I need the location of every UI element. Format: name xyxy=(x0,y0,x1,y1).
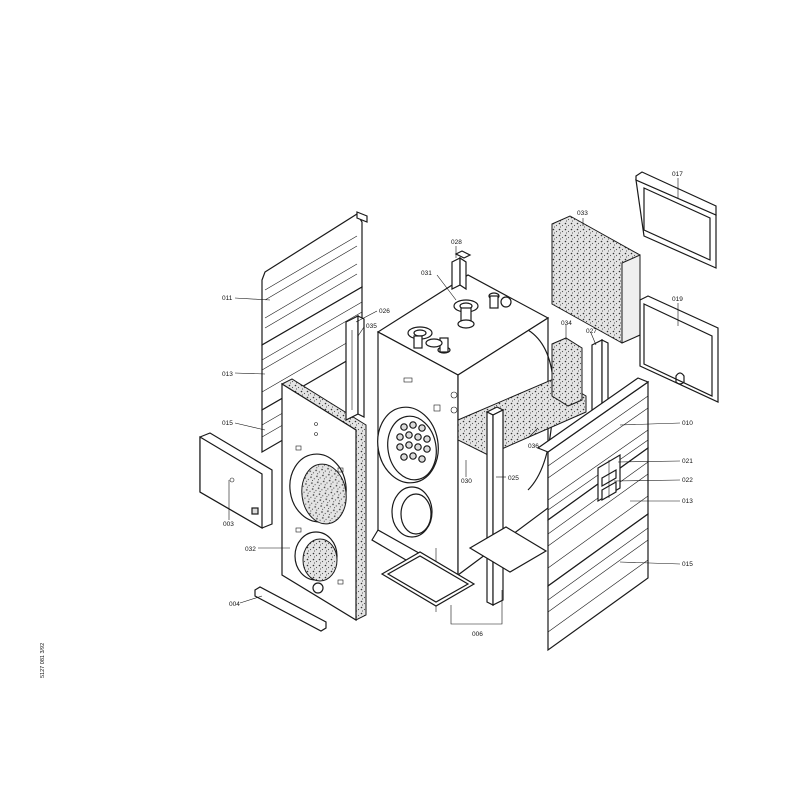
bracket-021-022 xyxy=(597,453,621,503)
rear-panel-019 xyxy=(639,295,719,403)
label-017: 017 xyxy=(672,171,683,178)
label-015-right: 015 xyxy=(682,561,693,568)
label-027: 027 xyxy=(586,328,597,335)
label-010: 010 xyxy=(682,420,693,427)
side-panel-upper-010 xyxy=(536,377,650,522)
strip-004 xyxy=(254,586,327,632)
side-panel-lower-015b xyxy=(547,512,649,652)
part-labels: 011 013 015 003 032 004 026 035 028 031 … xyxy=(222,171,693,638)
label-003: 003 xyxy=(223,521,234,528)
label-034: 034 xyxy=(561,320,572,327)
label-032: 032 xyxy=(245,546,256,553)
label-030: 030 xyxy=(461,478,472,485)
label-021: 021 xyxy=(682,458,693,465)
sensor-holder-028 xyxy=(451,250,472,291)
label-028: 028 xyxy=(451,239,462,246)
bottom-tray-006 xyxy=(380,526,548,612)
insulation-block-033 xyxy=(551,215,641,344)
drawing-reference: 5127 081 3/92 xyxy=(40,643,46,678)
cover-plate-003 xyxy=(199,432,273,530)
label-004: 004 xyxy=(229,601,240,608)
post-025 xyxy=(485,406,505,606)
post-026 xyxy=(345,315,365,421)
label-033: 033 xyxy=(577,210,588,217)
label-013-left: 013 xyxy=(222,371,233,378)
side-panel-middle-013 xyxy=(261,285,363,412)
label-006: 006 xyxy=(472,631,483,638)
front-plate-032 xyxy=(280,378,367,622)
label-019: 019 xyxy=(672,296,683,303)
label-031: 031 xyxy=(421,270,432,277)
label-025: 025 xyxy=(508,475,519,482)
side-panel-upper-011 xyxy=(261,211,368,347)
label-026: 026 xyxy=(379,308,390,315)
label-011: 011 xyxy=(222,295,233,302)
top-fittings-031 xyxy=(407,292,512,354)
rear-panel-017 xyxy=(635,171,717,269)
label-036: 036 xyxy=(528,443,539,450)
label-015-left: 015 xyxy=(222,420,233,427)
label-035: 035 xyxy=(366,323,377,330)
label-013-right: 013 xyxy=(682,498,693,505)
label-022: 022 xyxy=(682,477,693,484)
leader-lines xyxy=(228,178,681,625)
tube-holes xyxy=(396,421,431,463)
